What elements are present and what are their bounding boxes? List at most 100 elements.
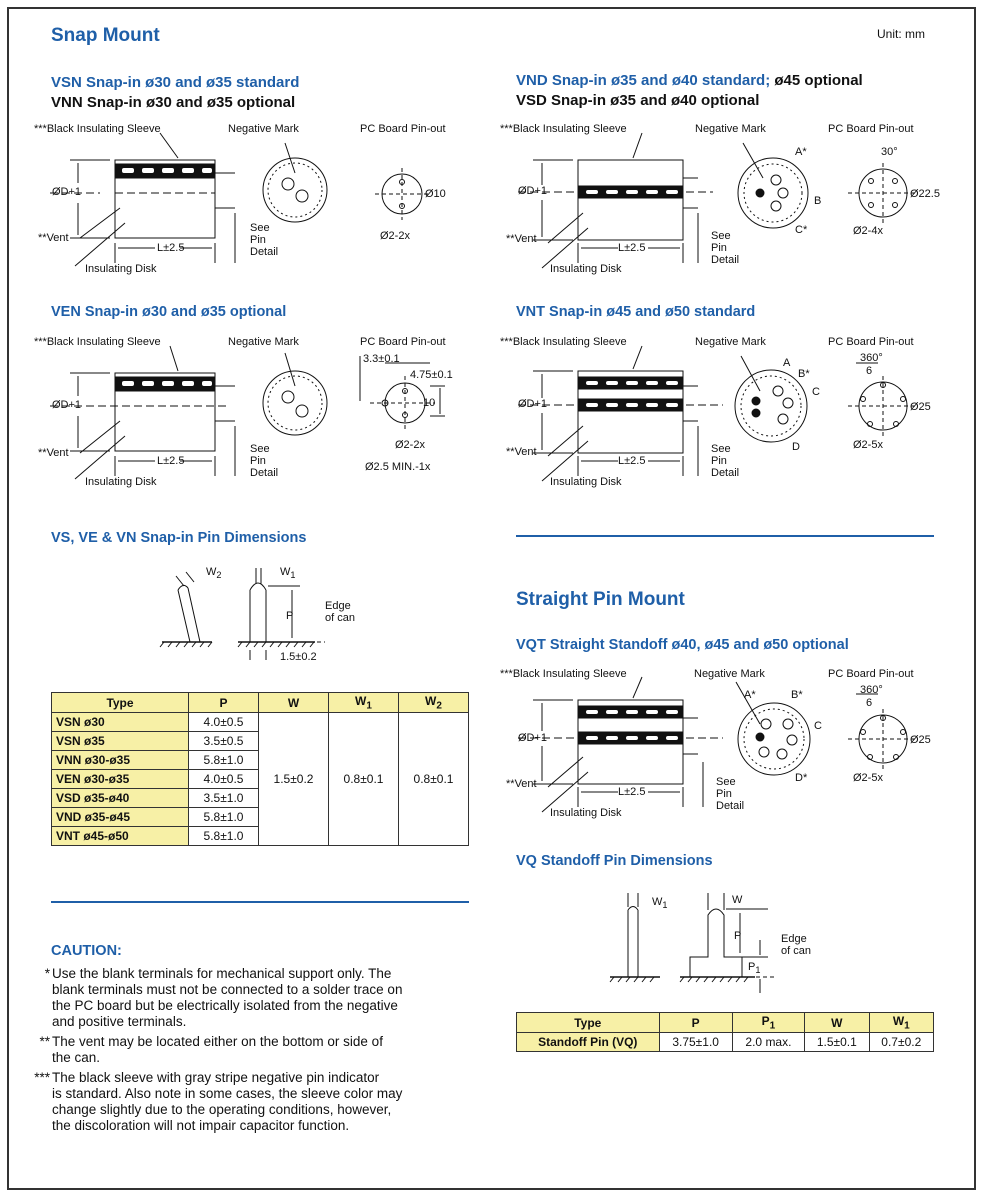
vnt-pin-c: C bbox=[812, 386, 820, 398]
unit-label: Unit: mm bbox=[877, 27, 925, 41]
vnd-pcb-label: PC Board Pin-out bbox=[828, 123, 914, 135]
ven-sleeve-label: ***Black Insulating Sleeve bbox=[34, 336, 161, 348]
vnd-pcb-holes: Ø2-4x bbox=[853, 225, 883, 237]
vqt-l-label: L±2.5 bbox=[618, 786, 646, 798]
ven-l-label: L±2.5 bbox=[157, 455, 185, 467]
vnt-l-label: L±2.5 bbox=[618, 455, 646, 467]
vnt-pcb-angle: 360° bbox=[860, 352, 883, 364]
cell-type: VND ø35-ø45 bbox=[51, 807, 189, 828]
vnd-d-label: ØD+1 bbox=[518, 185, 548, 197]
snap-pins-svg bbox=[159, 568, 325, 660]
vqt-sleeve-label: ***Black Insulating Sleeve bbox=[500, 668, 627, 680]
cell-p: 4.0±0.5 bbox=[188, 712, 259, 733]
vqt-pin-d: D* bbox=[795, 772, 808, 784]
col-w: W bbox=[258, 691, 329, 714]
vnt-vent-label: **Vent bbox=[506, 446, 537, 458]
vnd-vent-label: **Vent bbox=[506, 233, 537, 245]
cell-p1: 2.0 max. bbox=[731, 1032, 806, 1053]
vqt-vent-label: **Vent bbox=[506, 778, 537, 790]
ven-pcb-dim4: Ø2-2x bbox=[395, 439, 425, 451]
snap-w1-label: W1 bbox=[280, 566, 296, 581]
vsn-sleeve-label: ***Black Insulating Sleeve bbox=[34, 123, 161, 135]
vnd-pcb-dim: Ø22.5 bbox=[910, 188, 940, 200]
vsn-title: VSN Snap-in ø30 and ø35 standard bbox=[51, 74, 300, 91]
ven-drawing bbox=[50, 345, 445, 480]
note-text: The vent may be located either on the bo… bbox=[52, 1034, 383, 1065]
snap-p-label: P bbox=[286, 610, 294, 622]
vqt-neg-label: Negative Mark bbox=[694, 668, 765, 680]
page-title: Snap Mount bbox=[51, 25, 160, 46]
vqt-pcb-holes: Ø2-5x bbox=[853, 772, 883, 784]
vq-pins-table: Type P P1 W W1 Standoff Pin (VQ) 3.75±1.… bbox=[516, 1011, 935, 1053]
ven-disk-label: Insulating Disk bbox=[85, 476, 157, 488]
cell-p: 5.8±1.0 bbox=[188, 807, 259, 828]
snap-pins-table: Type P W W1 W2 VSN ø30 4.0±0.5 1.5±0.2 0… bbox=[51, 691, 469, 847]
vqt-pcb-label: PC Board Pin-out bbox=[828, 668, 914, 680]
ven-d-label: ØD+1 bbox=[52, 399, 82, 411]
vnd-pcb-angle: 30° bbox=[881, 146, 898, 158]
straight-title: Straight Pin Mount bbox=[516, 589, 685, 610]
ven-title: VEN Snap-in ø30 and ø35 optional bbox=[51, 304, 287, 320]
cell-type: VEN ø30-ø35 bbox=[51, 769, 189, 790]
vq-pins-title: VQ Standoff Pin Dimensions bbox=[516, 853, 713, 869]
vqt-pcb-angle-div: 6 bbox=[866, 697, 873, 709]
col-w: W bbox=[804, 1011, 870, 1034]
cell-type: VNT ø45-ø50 bbox=[51, 826, 189, 847]
vsn-pcb-label: PC Board Pin-out bbox=[360, 123, 446, 135]
vq-p-label: P bbox=[734, 930, 742, 942]
vnt-disk-label: Insulating Disk bbox=[550, 476, 622, 488]
cell-w: 1.5±0.2 bbox=[258, 712, 329, 847]
snap-w-label: 1.5±0.2 bbox=[280, 651, 317, 663]
vqt-pcb-dim: Ø25 bbox=[910, 734, 931, 746]
vnt-pin-a: A bbox=[783, 357, 791, 369]
vqt-title: VQT Straight Standoff ø40, ø45 and ø50 o… bbox=[516, 637, 849, 653]
cell-type: Standoff Pin (VQ) bbox=[516, 1032, 660, 1053]
vsn-pcb-dim1: Ø10 bbox=[425, 188, 446, 200]
vnt-diagram: ***Black Insulating Sleeve Negative Mark… bbox=[498, 331, 958, 496]
vsn-pcb-dim2: Ø2-2x bbox=[380, 230, 410, 242]
vqt-pin-a: A* bbox=[744, 689, 756, 701]
vsn-d-label: ØD+1 bbox=[52, 186, 82, 198]
ven-vent-label: **Vent bbox=[38, 447, 69, 459]
col-p1: P1 bbox=[731, 1011, 806, 1034]
cell-type: VNN ø30-ø35 bbox=[51, 750, 189, 771]
table-row: Standoff Pin (VQ) 3.75±1.0 2.0 max. 1.5±… bbox=[516, 1032, 935, 1053]
ven-pcb-dim3: 10 bbox=[423, 397, 436, 409]
ven-pcb-label: PC Board Pin-out bbox=[360, 336, 446, 348]
vnd-pin-a: A* bbox=[795, 146, 807, 158]
snap-pins-title: VS, VE & VN Snap-in Pin Dimensions bbox=[51, 530, 307, 546]
vnd-diagram: ***Black Insulating Sleeve Negative Mark… bbox=[498, 118, 958, 283]
col-w1: W1 bbox=[328, 691, 399, 714]
table-row: VSN ø30 4.0±0.5 1.5±0.2 0.8±0.1 0.8±0.1 bbox=[51, 712, 469, 847]
cell-p: 3.75±1.0 bbox=[658, 1032, 733, 1053]
vqt-drawing bbox=[518, 676, 918, 813]
vnt-pcb-dim: Ø25 bbox=[910, 401, 931, 413]
vqt-pin-b: B* bbox=[791, 689, 803, 701]
caution-note-1: * Use the blank terminals for mechanical… bbox=[24, 966, 474, 1030]
vsd-title: VSD Snap-in ø35 and ø40 optional bbox=[516, 92, 760, 109]
vqt-diagram: ***Black Insulating Sleeve Negative Mark… bbox=[498, 662, 958, 827]
vnt-pcb-label: PC Board Pin-out bbox=[828, 336, 914, 348]
vnd-drawing bbox=[518, 132, 918, 269]
page-frame bbox=[7, 7, 976, 1190]
col-p: P bbox=[188, 691, 259, 714]
cell-p: 5.8±1.0 bbox=[188, 750, 259, 771]
vnt-pcb-angle-div: 6 bbox=[866, 365, 873, 377]
col-p: P bbox=[658, 1011, 733, 1034]
cell-p: 3.5±1.0 bbox=[188, 788, 259, 809]
vsn-vent-label: **Vent bbox=[38, 232, 69, 244]
vsn-drawing bbox=[50, 132, 430, 267]
divider-left bbox=[51, 901, 469, 903]
cell-w2: 0.8±0.1 bbox=[398, 712, 469, 847]
vsn-diagram: ***Black Insulating Sleeve Negative Mark… bbox=[30, 118, 470, 283]
note-mark: ** bbox=[39, 1034, 50, 1049]
